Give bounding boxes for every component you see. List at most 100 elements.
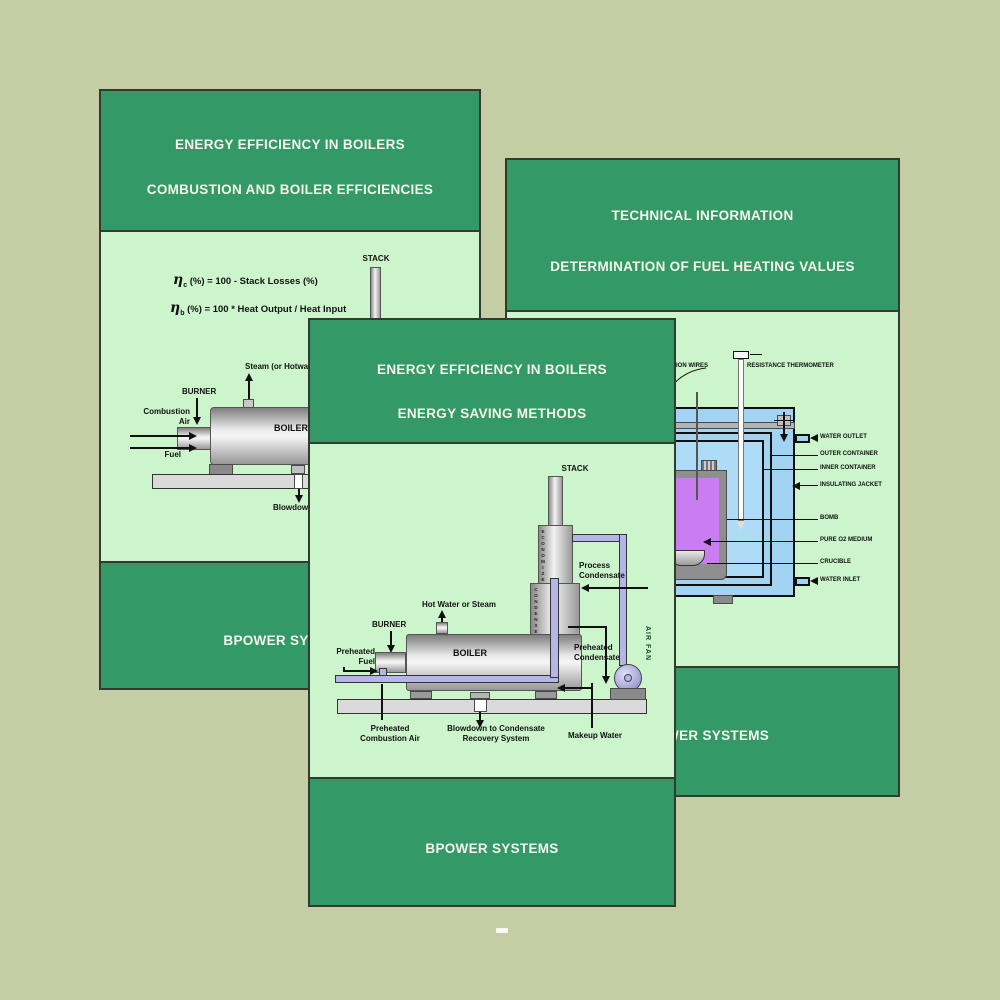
crucible-label: CRUCIBLE xyxy=(820,559,851,565)
burner-arrow-line xyxy=(390,631,392,646)
thermometer-cap xyxy=(733,351,749,359)
preheated-condensate-label-line1: Preheated xyxy=(574,643,613,652)
outer-container-leader xyxy=(772,455,818,456)
blowdown-pipe xyxy=(294,474,303,489)
crucible-leader xyxy=(707,563,818,564)
boiler-foot-right xyxy=(535,691,557,699)
preheated-fuel-label-line2: Fuel xyxy=(358,657,375,666)
burner-body xyxy=(375,652,406,673)
preheated-condensate-label-line2: Condensate xyxy=(574,653,620,662)
fuel-arrow-line xyxy=(130,447,190,449)
formula-body: (%) = 100 - Stack Losses (%) xyxy=(187,276,318,287)
air-fan-hub xyxy=(624,674,632,682)
boiler-label: BOILER xyxy=(452,648,487,658)
water-inlet-nozzle xyxy=(795,577,810,586)
formula-body: (%) = 100 * Heat Output / Heat Input xyxy=(184,304,347,315)
fuel-arrow-head xyxy=(189,444,197,452)
inner-container-leader xyxy=(764,469,818,470)
process-condensate-label-line2: Condensate xyxy=(579,571,625,580)
thermometer-rod xyxy=(738,359,744,521)
air-fan-pipe-vertical xyxy=(619,534,627,666)
preheated-condensate-bracket-side xyxy=(605,626,607,678)
blowdown-arrow-line xyxy=(298,489,300,496)
stack-label: STACK xyxy=(362,254,390,263)
blowdown-label: Blowdown xyxy=(273,503,313,512)
pure-o2-leader xyxy=(709,541,818,542)
blowdown-label-line2: Recovery System xyxy=(462,734,530,743)
inner-container-label: INNER CONTAINER xyxy=(820,465,876,471)
process-condensate-arrow-line xyxy=(588,587,648,589)
slide1-title-line2: COMBUSTION AND BOILER EFFICIENCIES xyxy=(146,182,434,197)
pure-o2-medium-label: PURE O2 MEDIUM xyxy=(820,537,873,543)
steam-arrow-line xyxy=(248,380,250,399)
burner-label: BURNER xyxy=(372,620,407,629)
combustion-air-label-line1: Combustion xyxy=(143,407,190,416)
preheated-combustion-air-leader xyxy=(381,684,383,720)
slide2-title-line2: DETERMINATION OF FUEL HEATING VALUES xyxy=(550,259,855,274)
preheated-fuel-arrow-head xyxy=(370,667,378,675)
economizer-vertical-label: ECONOMIZER xyxy=(540,529,546,589)
combustion-air-arrow-line xyxy=(130,435,190,437)
makeup-water-leader xyxy=(591,683,593,728)
water-outlet-arrow xyxy=(810,434,818,442)
resistance-thermometer-label: RESISTANCE THERMOMETER xyxy=(747,363,834,369)
combustion-efficiency-formula: ηc (%) = 100 - Stack Losses (%) xyxy=(173,272,318,289)
outer-container-label: OUTER CONTAINER xyxy=(820,451,878,457)
water-inlet-label: WATER INLET xyxy=(820,577,861,583)
blowdown-cap xyxy=(470,692,490,699)
preheated-condensate-arrow-head xyxy=(602,676,610,684)
slide1-title-line1: ENERGY EFFICIENCY IN BOILERS xyxy=(175,137,405,152)
hot-water-arrow-head xyxy=(438,610,446,618)
slide3-footer: BPOWER SYSTEMS xyxy=(310,777,674,905)
slide3-brand: BPOWER SYSTEMS xyxy=(425,841,559,856)
water-outlet-label: WATER OUTLET xyxy=(820,434,867,440)
water-outlet-nozzle xyxy=(795,434,810,443)
valve-arrow-head xyxy=(780,434,788,442)
stack-label: STACK xyxy=(561,464,589,473)
insulating-jacket-leader xyxy=(798,485,818,486)
valve-arrow-line xyxy=(783,429,785,435)
blowdown-pipe xyxy=(474,699,487,712)
slide3-title-line1: ENERGY EFFICIENCY IN BOILERS xyxy=(377,362,607,377)
eta-subscript: b xyxy=(180,309,185,317)
slide3-header: ENERGY EFFICIENCY IN BOILERS ENERGY SAVI… xyxy=(310,320,674,444)
boiler-efficiency-formula: ηb (%) = 100 * Heat Output / Heat Input xyxy=(170,300,346,317)
thermometer-tip xyxy=(737,521,745,530)
water-inlet-arrow xyxy=(810,577,818,585)
page-indicator-dash xyxy=(496,928,508,933)
ignition-wire-2 xyxy=(696,392,698,500)
slide2-header: TECHNICAL INFORMATION DETERMINATION OF F… xyxy=(507,160,898,312)
bomb-label: BOMB xyxy=(820,515,839,521)
calorimeter-foot xyxy=(713,595,733,604)
blowdown-arrow-head xyxy=(295,495,303,503)
boiler-foot-left xyxy=(410,691,432,699)
bomb-leader xyxy=(727,519,818,520)
fuel-label: Fuel xyxy=(164,450,181,459)
condensate-pipe-vertical xyxy=(550,578,559,678)
insulating-jacket-label: INSULATING JACKET xyxy=(820,482,882,488)
slide3-title-line2: ENERGY SAVING METHODS xyxy=(397,406,587,421)
slide-energy-saving[interactable]: ENERGY EFFICIENCY IN BOILERS ENERGY SAVI… xyxy=(308,318,676,907)
valve-cross-h xyxy=(774,420,794,421)
preheated-combustion-air-label-line1: Preheated xyxy=(370,724,410,733)
burner-arrow-head xyxy=(193,417,201,425)
condensate-return-arrow-line xyxy=(564,687,592,689)
process-condensate-arrow-head xyxy=(581,584,589,592)
blowdown-arrow-head xyxy=(476,720,484,728)
combustion-air-arrow-head xyxy=(189,432,197,440)
thermometer-cap-tick xyxy=(750,354,762,355)
burner-label: BURNER xyxy=(182,387,217,396)
burner-arrow-line xyxy=(196,398,198,418)
combustion-air-label-line2: Air xyxy=(178,417,190,426)
eta-symbol: η xyxy=(173,272,184,288)
air-fan-label: AIR FAN xyxy=(644,626,652,661)
pure-o2-arrow xyxy=(703,538,711,546)
condenser-vertical-label: CONDENSER xyxy=(533,587,539,641)
preheated-fuel-label-line1: Preheated xyxy=(336,647,375,656)
condensate-return-arrow-head xyxy=(557,684,565,692)
eta-symbol: η xyxy=(170,300,181,316)
blowdown-arrow-line xyxy=(479,712,481,721)
blowdown-nozzle xyxy=(291,465,305,474)
preheat-pipe-horizontal xyxy=(335,675,559,683)
